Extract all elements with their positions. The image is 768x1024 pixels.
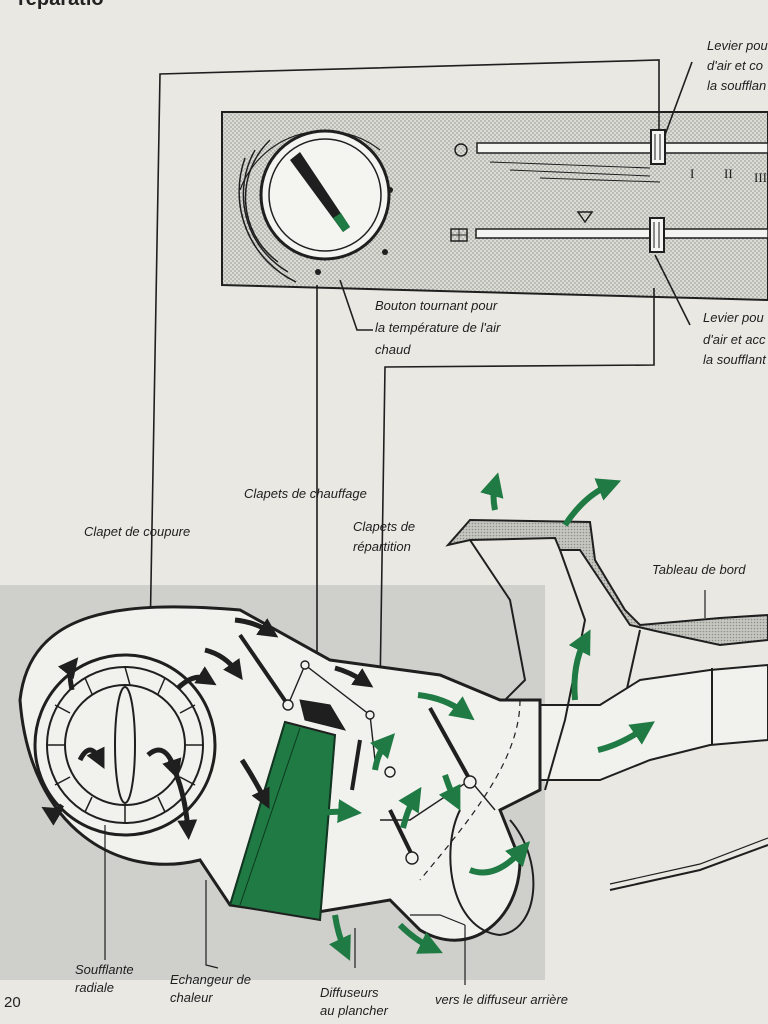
label-levier-top-1: Levier pou bbox=[707, 38, 768, 53]
control-panel bbox=[221, 111, 768, 302]
label-echangeur-2: chaleur bbox=[170, 990, 213, 1005]
heat-exchanger bbox=[228, 720, 337, 922]
label-bouton-1: Bouton tournant pour bbox=[375, 298, 498, 313]
flap-rods bbox=[282, 660, 496, 865]
label-bouton-2: la température de l'air bbox=[375, 320, 501, 335]
radial-blower bbox=[33, 653, 217, 837]
label-soufflante-1: Soufflante bbox=[75, 962, 134, 977]
top-slider bbox=[454, 129, 768, 183]
page-heading-fragment: réparatio bbox=[18, 0, 104, 11]
page-number: 20 bbox=[4, 994, 21, 1011]
cold-air-arrows bbox=[41, 617, 374, 840]
label-levier-top-3: la soufflan bbox=[707, 78, 767, 93]
label-clapets-repartition-2: répartition bbox=[353, 539, 411, 554]
label-clapets-repartition-1: Clapets de bbox=[353, 519, 416, 534]
label-diffuseurs-2: au plancher bbox=[320, 1003, 388, 1018]
leader-lines bbox=[104, 590, 706, 985]
label-diffuseurs-1: Diffuseurs bbox=[320, 985, 379, 1000]
bottom-slider bbox=[450, 211, 768, 253]
label-soufflante-2: radiale bbox=[75, 980, 115, 995]
label-echangeur-1: Echangeur de bbox=[170, 972, 251, 987]
label-levier-mid-3: la soufflant bbox=[703, 352, 766, 367]
temperature-knob bbox=[259, 129, 391, 261]
heating-flaps bbox=[238, 633, 472, 856]
label-diffuseur-arriere: vers le diffuseur arrière bbox=[435, 992, 568, 1007]
label-levier-mid-1: Levier pou bbox=[703, 310, 764, 325]
label-levier-mid-2: d'air et acc bbox=[703, 332, 766, 347]
label-clapet-coupure: Clapet de coupure bbox=[84, 524, 191, 539]
slider-mark-3: III bbox=[754, 170, 767, 185]
label-bouton-3: chaud bbox=[375, 342, 411, 357]
label-tableau-de-bord: Tableau de bord bbox=[652, 562, 746, 577]
slider-mark-1: I bbox=[690, 166, 694, 181]
label-clapets-chauffage: Clapets de chauffage bbox=[244, 486, 367, 501]
label-levier-top-2: d'air et co bbox=[707, 58, 763, 73]
warm-air-arrows bbox=[301, 472, 655, 961]
slider-mark-2: II bbox=[724, 166, 733, 181]
